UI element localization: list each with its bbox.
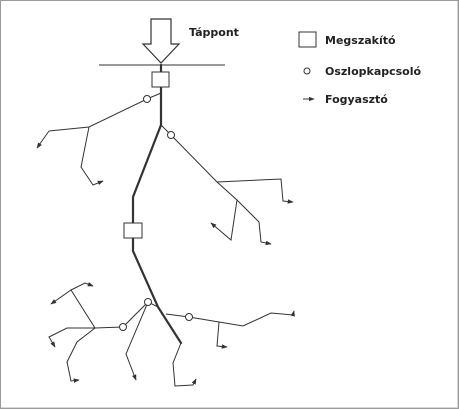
- feed-point-label: Táppont: [189, 26, 239, 39]
- pole-switch-2: [167, 131, 175, 139]
- pole-switch-5: [185, 313, 193, 321]
- branch-upper-right: [160, 124, 294, 246]
- branch-lower-right: [165, 310, 295, 387]
- pole-switch-1: [143, 95, 151, 103]
- branch-lower-left: [48, 282, 159, 383]
- legend: Megszakító Oszlopkapcsoló Fogyasztó: [298, 31, 422, 106]
- breaker-middle: [123, 222, 143, 239]
- main-feeder-line: [131, 63, 183, 345]
- feed-point-arrow: [141, 18, 181, 64]
- branch-upper-left: [36, 92, 162, 186]
- legend-breaker-label: Megszakító: [325, 34, 396, 47]
- pole-switch-3: [144, 298, 152, 306]
- pole-switch-4: [119, 323, 127, 331]
- legend-pole-switch-symbol: [303, 67, 311, 75]
- legend-consumer-label: Fogyasztó: [325, 93, 388, 106]
- legend-breaker-symbol: [298, 31, 317, 48]
- breaker-top: [151, 71, 170, 88]
- legend-pole-switch-label: Oszlopkapcsoló: [325, 65, 422, 78]
